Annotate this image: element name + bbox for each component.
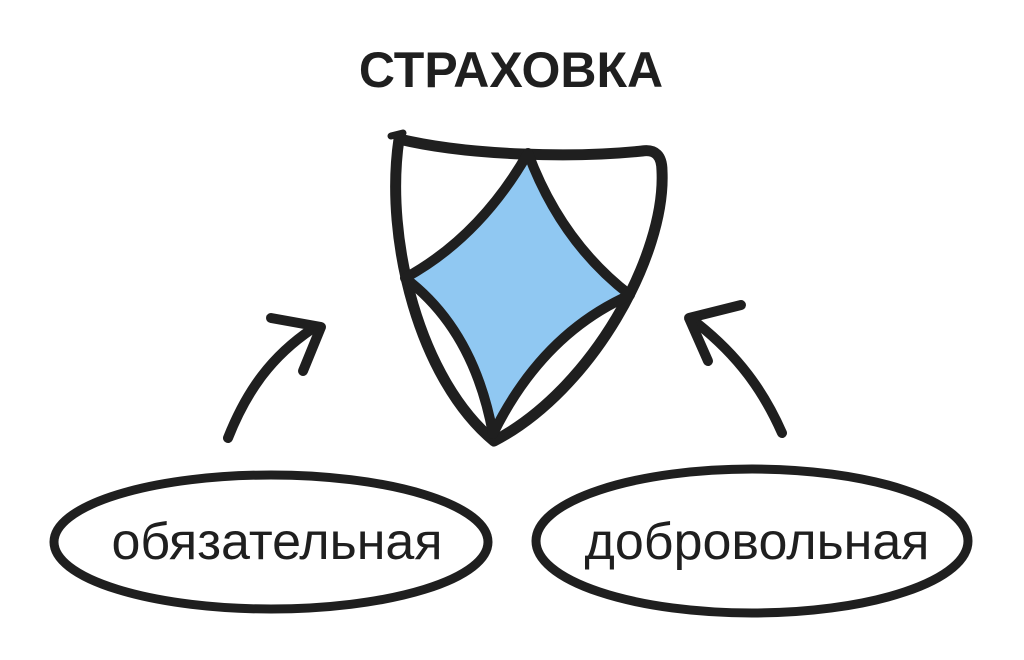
diagram-title: СТРАХОВКА [359, 42, 663, 98]
node-mandatory: обязательная [49, 470, 493, 614]
shield-outline [390, 133, 668, 447]
shield-star-shape [400, 148, 635, 439]
arrow-right-head [684, 300, 746, 366]
node-voluntary-label: добровольная [585, 513, 930, 571]
node-voluntary-ellipse [531, 464, 973, 618]
node-mandatory-ellipse [49, 470, 493, 614]
shield-icon [387, 129, 668, 447]
arrow-left-shaft [223, 324, 317, 443]
arrow-left-head [266, 313, 326, 376]
shield-outline-hook [387, 129, 407, 140]
arrow-right-icon [684, 300, 787, 438]
node-voluntary: добровольная [531, 464, 973, 618]
node-mandatory-label: обязательная [112, 513, 443, 571]
arrow-left-icon [223, 313, 326, 443]
arrow-right-shaft [693, 319, 787, 438]
